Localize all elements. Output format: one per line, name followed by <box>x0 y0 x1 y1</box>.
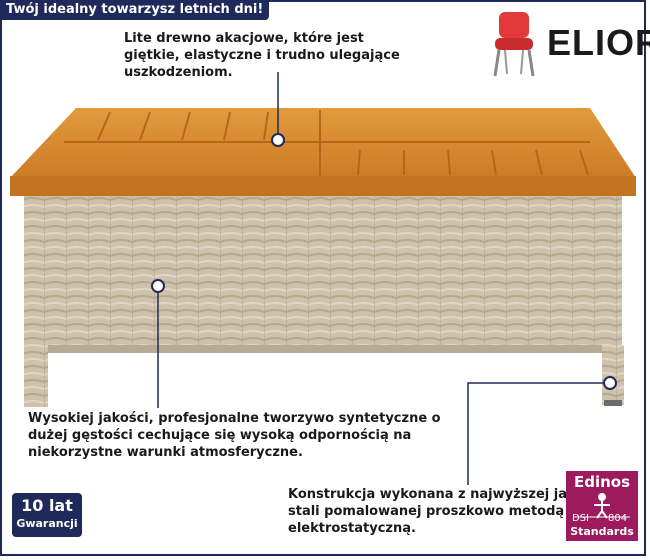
warranty-label: Gwarancji <box>16 517 78 530</box>
table-leg-left <box>24 345 48 407</box>
leg-foot-right <box>604 400 622 406</box>
table-leg-right <box>602 345 624 405</box>
callout-line-frame <box>467 382 606 485</box>
brand-logo[interactable]: ELIOR <box>485 8 650 80</box>
edinos-person-icon <box>574 493 630 519</box>
callout-wood-text: Lite drewno akacjowe, które jest giętkie… <box>124 31 400 80</box>
wood-top-edge <box>10 176 636 196</box>
edinos-title: Edinos <box>573 473 631 491</box>
chair-icon <box>493 12 535 77</box>
edinos-dsi: DSI <box>572 513 589 524</box>
rattan-body <box>24 190 622 350</box>
rattan-bottom-edge <box>24 345 622 353</box>
marker-wood <box>271 133 285 147</box>
wood-slats <box>97 111 589 176</box>
callout-rattan-text: Wysokiej jakości, profesjonalne tworzywo… <box>28 411 441 460</box>
warranty-badge: 10 lat Gwarancji <box>12 493 82 537</box>
edinos-standards: Standards <box>570 525 634 538</box>
marker-rattan <box>151 279 165 293</box>
tagline-banner: Twój idealny towarzysz letnich dni! <box>0 0 270 20</box>
warranty-years: 10 lat <box>21 496 73 515</box>
marker-frame <box>603 376 617 390</box>
callout-frame-text: Konstrukcja wykonana z najwyższej jakośc… <box>288 487 605 536</box>
brand-name: ELIOR <box>547 22 650 63</box>
edinos-standards-badge: Edinos DSI 804 Standards <box>566 471 638 541</box>
edinos-code: 804 <box>608 513 628 524</box>
